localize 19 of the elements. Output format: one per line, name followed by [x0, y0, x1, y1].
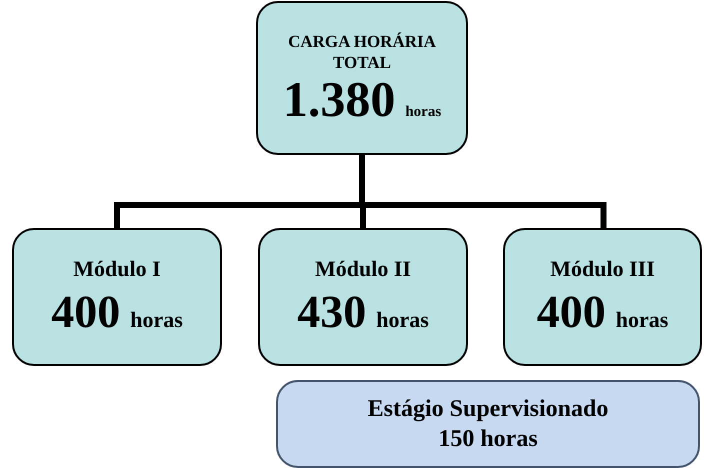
module-box	[503, 228, 702, 366]
hours-unit: horas	[616, 307, 668, 333]
hours-value: 400	[536, 286, 606, 338]
heading-text: CARGA HORÁRIA TOTAL	[287, 31, 437, 73]
hours-unit: horas	[405, 104, 442, 121]
hours-value: 430	[297, 286, 366, 338]
heading-text: Módulo II	[315, 256, 411, 282]
heading-text: Módulo III	[550, 256, 655, 282]
module-box	[258, 228, 468, 366]
hours-unit: horas	[376, 307, 429, 333]
heading-text: Módulo I	[73, 256, 161, 282]
info-box	[276, 380, 700, 468]
module-box	[12, 228, 222, 366]
label-text: 150 horas	[438, 425, 538, 454]
hours-value: 1.380	[282, 73, 396, 125]
module-box	[256, 1, 468, 155]
hours-unit: horas	[130, 307, 183, 333]
label-text: Estágio Supervisionado	[368, 395, 608, 424]
hours-value: 400	[51, 286, 120, 338]
